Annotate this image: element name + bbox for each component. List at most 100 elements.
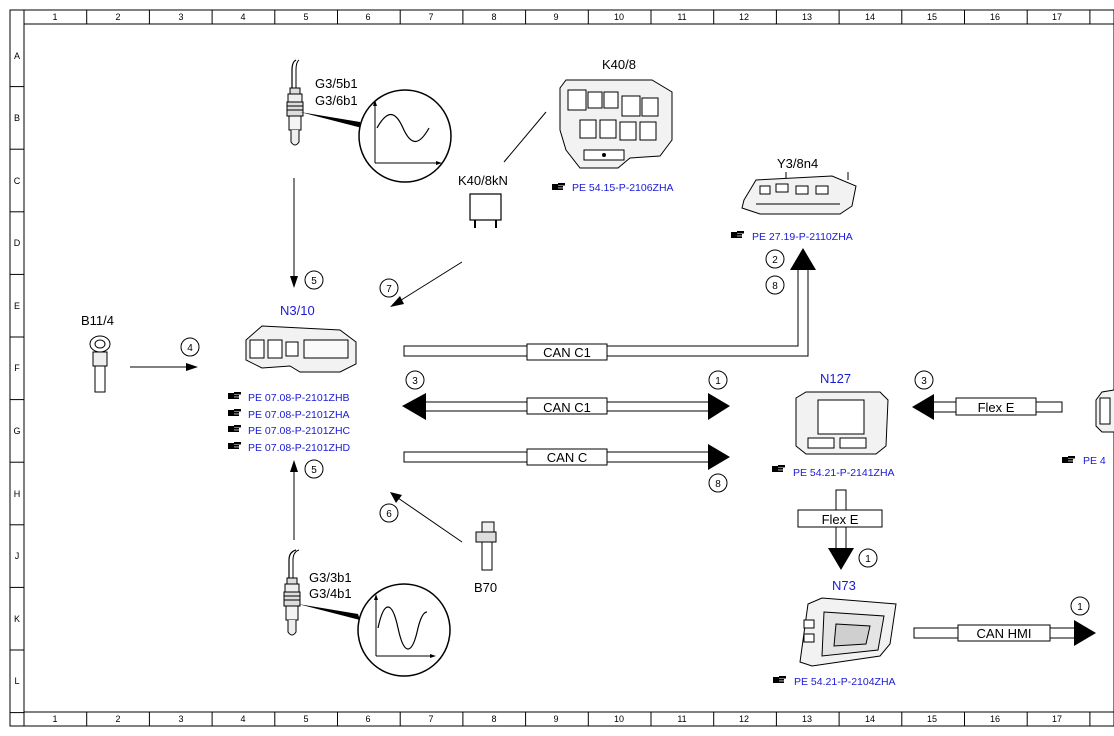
reference-link: PE 27.19-P-2110ZHA: [752, 231, 853, 243]
column-labels: 1 2 3 4 5 6 7 8 9 10 11 12 13 14 15 16 1…: [52, 12, 1062, 724]
cut-off-component: [1095, 389, 1114, 433]
column-label: 14: [865, 714, 875, 724]
arrow-head: [390, 296, 404, 307]
arrow-head: [290, 460, 298, 472]
callout-7: 7: [386, 284, 392, 295]
reference-link: PE 07.08-P-2101ZHD: [248, 442, 351, 454]
reference-n3-10-1[interactable]: PE 07.08-P-2101ZHB: [228, 392, 350, 404]
o2-sensor-lower: [283, 549, 301, 636]
column-label: 5: [303, 12, 308, 22]
pointing-hand-icon: [773, 676, 786, 683]
callout-1-hmi: 1: [1077, 602, 1083, 613]
drawing-frame: [9, 9, 1114, 727]
column-label: 9: [553, 12, 558, 22]
label-b11-4: B11/4: [81, 313, 114, 328]
row-label: H: [14, 489, 21, 499]
label-n73: N73: [832, 578, 856, 593]
column-label: 17: [1052, 714, 1062, 724]
sine-wave-icon: [358, 89, 452, 183]
label-y3-8n4: Y3/8n4: [777, 156, 818, 171]
row-label: F: [14, 363, 20, 373]
callout-2: 2: [772, 255, 778, 266]
bus-label: Flex E: [822, 512, 859, 527]
column-label: 2: [115, 12, 120, 22]
bus-label: CAN HMI: [977, 626, 1032, 641]
b11-4-temperature-sensor: [89, 335, 111, 393]
reference-n3-10-2[interactable]: PE 07.08-P-2101ZHA: [228, 409, 350, 421]
bus-label: CAN C1: [543, 400, 591, 415]
reference-cut-off[interactable]: PE 4: [1062, 455, 1106, 467]
leader-wedge: [298, 604, 360, 620]
callout-4: 4: [187, 343, 193, 354]
label-k40-8: K40/8: [602, 57, 636, 72]
column-label: 10: [614, 12, 624, 22]
n127-powertrain-control-unit: [795, 391, 889, 455]
callout-8-top: 8: [772, 281, 778, 292]
reference-link: PE 4: [1083, 455, 1106, 467]
column-label: 11: [677, 714, 686, 724]
n3-10-engine-control-unit: [245, 325, 357, 373]
label-g3-4b1: G3/4b1: [309, 586, 352, 601]
column-label: 1: [52, 12, 57, 22]
pointing-hand-icon: [228, 409, 241, 416]
column-label: 3: [178, 12, 183, 22]
reference-k40-8[interactable]: PE 54.15-P-2106ZHA: [552, 182, 674, 194]
column-label: 15: [927, 12, 937, 22]
arrow-head: [390, 492, 402, 503]
callout-5-top: 5: [311, 276, 317, 287]
bus-can-hmi: CAN HMI: [913, 620, 1096, 646]
pointing-hand-icon: [552, 183, 565, 190]
bus-flex-e-down: Flex E: [797, 489, 883, 570]
callout-5-bottom: 5: [311, 465, 317, 476]
pointing-hand-icon: [731, 231, 744, 238]
pointing-hand-icon: [228, 425, 241, 432]
row-label: K: [14, 614, 20, 624]
signal-line: [397, 497, 463, 543]
row-labels: A B C D E F G H J K L: [13, 51, 20, 686]
k40-8kn-relay: [469, 193, 502, 228]
column-label: 12: [739, 12, 749, 22]
reference-y3-8n4[interactable]: PE 27.19-P-2110ZHA: [731, 231, 853, 243]
bus-label: Flex E: [978, 400, 1015, 415]
column-label: 3: [178, 714, 183, 724]
reference-n127[interactable]: PE 54.21-P-2141ZHA: [772, 465, 895, 479]
reference-n3-10-4[interactable]: PE 07.08-P-2101ZHD: [228, 442, 351, 454]
row-label: E: [14, 301, 20, 311]
column-label: 4: [240, 714, 245, 724]
label-g3-3b1: G3/3b1: [309, 570, 352, 585]
column-label: 7: [428, 12, 433, 22]
callout-1-flex: 1: [865, 554, 871, 565]
column-label: 13: [802, 12, 812, 22]
arrow-head: [186, 363, 198, 371]
column-label: 2: [115, 714, 120, 724]
column-label: 5: [303, 714, 308, 724]
column-label: 8: [491, 12, 496, 22]
column-label: 11: [677, 12, 686, 22]
label-n127: N127: [820, 371, 851, 386]
column-label: 9: [553, 714, 558, 724]
reference-n73[interactable]: PE 54.21-P-2104ZHA: [773, 676, 896, 688]
label-g3-6b1: G3/6b1: [315, 93, 358, 108]
n73-ignition-switch: [799, 597, 897, 667]
o2-sensor-upper: [286, 59, 304, 146]
leader-wedge: [300, 112, 362, 128]
column-label: 12: [739, 714, 749, 724]
column-label: 6: [365, 714, 370, 724]
row-label: L: [14, 676, 19, 686]
callout-3-left: 3: [412, 376, 418, 387]
column-label: 4: [240, 12, 245, 22]
reference-link: PE 54.21-P-2141ZHA: [793, 467, 895, 479]
leader-line: [503, 111, 547, 163]
bus-can-c1-lower: CAN C1: [402, 393, 730, 420]
row-label: J: [15, 551, 20, 561]
sine-wave-icon: [357, 583, 451, 677]
reference-n3-10-3[interactable]: PE 07.08-P-2101ZHC: [228, 425, 351, 437]
callout-3-right: 3: [921, 376, 927, 387]
bus-label: CAN C1: [543, 345, 591, 360]
k40-8-fusebox: [559, 79, 673, 169]
row-label: D: [14, 238, 21, 248]
reference-link: PE 07.08-P-2101ZHA: [248, 409, 350, 421]
label-b70: B70: [474, 580, 497, 595]
column-label: 13: [802, 714, 812, 724]
